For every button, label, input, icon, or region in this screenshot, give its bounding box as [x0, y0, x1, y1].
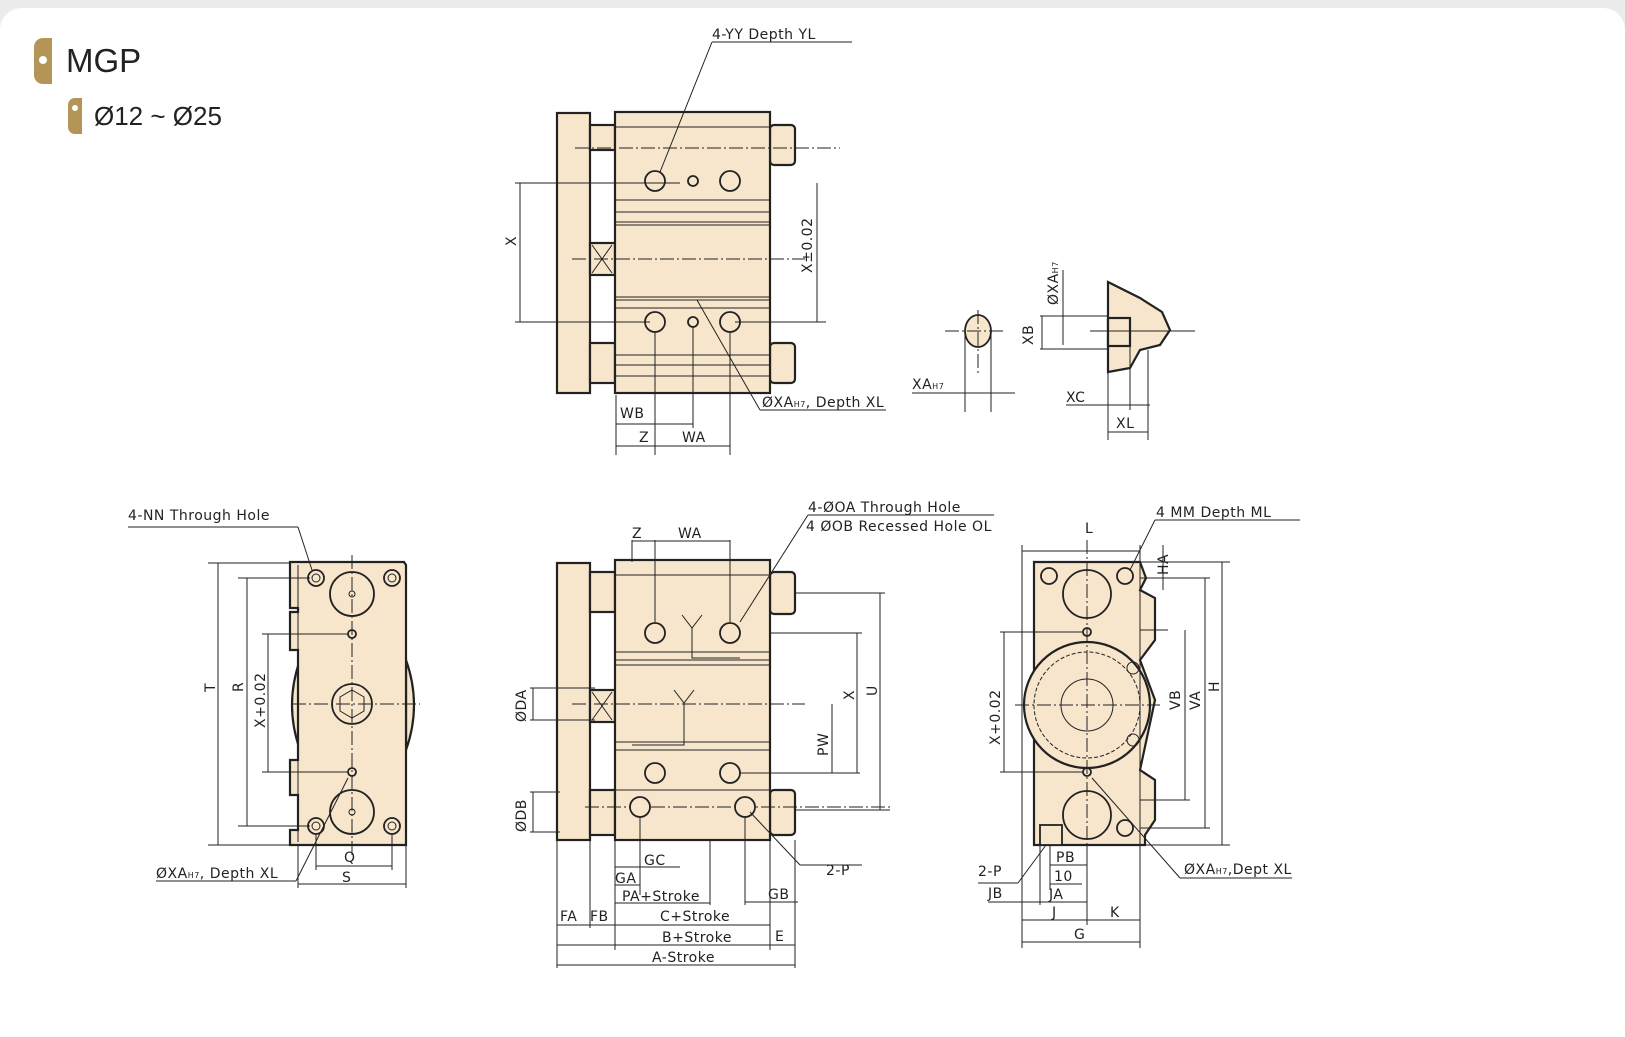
callout-mm-depth: 4 MM Depth ML: [1156, 505, 1271, 521]
dim-l: L: [1085, 521, 1093, 537]
dim-x-tolerance: X+0.02: [253, 673, 269, 729]
dim-vb: VB: [1168, 690, 1184, 710]
dim-x: X: [842, 690, 858, 700]
dim-xc: XC: [1066, 390, 1085, 406]
dim-x: X: [504, 236, 520, 246]
dim-10: 10: [1054, 869, 1073, 885]
dim-r: R: [231, 682, 247, 692]
dim-x-tolerance: X+0.02: [988, 690, 1004, 746]
series-title: MGP: [66, 42, 142, 79]
callout-2p: 2-P: [978, 864, 1002, 880]
dim-xl: XL: [1116, 416, 1134, 432]
dim-fa: FA: [560, 909, 577, 925]
dim-s: S: [342, 870, 351, 886]
callout-2p: 2-P: [826, 863, 850, 879]
dim-ha: HA: [1156, 554, 1172, 575]
dim-da: ØDA: [514, 689, 530, 722]
callout-xa-depth: ØXAH7, Depth XL: [156, 866, 278, 882]
callout-yy-depth: 4-YY Depth YL: [712, 27, 816, 43]
pin-hole-detail: ØXAH7 XB XAH7 XC XL: [912, 261, 1195, 440]
dim-z: Z: [632, 526, 642, 542]
dim-u: U: [865, 685, 881, 696]
dim-pa-stroke: PA+Stroke: [622, 889, 700, 905]
dim-fb: FB: [590, 909, 609, 925]
callout-oa-through-hole: 4-ØOA Through Hole: [808, 500, 961, 516]
series-heading: MGP: [34, 38, 141, 84]
dim-t: T: [203, 683, 219, 693]
top-view: 4-YY Depth YL X X±0.02 ØXAH7, Depth XL W…: [504, 27, 886, 455]
dim-ga: GA: [615, 871, 636, 887]
callout-ob-recessed-hole: 4 ØOB Recessed Hole OL: [806, 519, 992, 535]
plate-side-view: 4-NN Through Hole T R X+0.02 ØXAH7, Dept…: [128, 508, 420, 888]
dim-xb: XB: [1021, 325, 1037, 345]
dim-db: ØDB: [514, 799, 530, 832]
dim-xa: XAH7: [912, 377, 944, 393]
dim-h: H: [1207, 681, 1223, 692]
dim-b-stroke: B+Stroke: [662, 930, 732, 946]
subheading-badge-icon: [68, 98, 82, 134]
dim-k: K: [1110, 905, 1120, 921]
dim-z: Z: [639, 430, 649, 446]
dim-g: G: [1074, 927, 1085, 943]
dim-j: J: [1051, 905, 1057, 921]
dim-x-tolerance: X±0.02: [800, 218, 816, 274]
dim-wa: WA: [678, 526, 702, 542]
dim-gc: GC: [644, 853, 666, 869]
dim-c-stroke: C+Stroke: [660, 909, 730, 925]
bore-range: Ø12 ~ Ø25: [94, 100, 222, 131]
dim-jb: JB: [987, 886, 1003, 902]
dim-wb: WB: [620, 406, 644, 422]
dim-q: Q: [344, 850, 356, 866]
dim-ja: JA: [1048, 887, 1063, 903]
dim-va: VA: [1188, 691, 1204, 710]
dim-xa-diameter: ØXAH7: [1046, 261, 1062, 305]
front-view: Z WA 4-ØOA Through Hole 4 ØOB Recessed H…: [514, 500, 994, 968]
callout-nn-through-hole: 4-NN Through Hole: [128, 508, 270, 524]
dim-e: E: [775, 929, 784, 945]
callout-xa-depth: ØXAH7, Depth XL: [762, 395, 884, 411]
dim-gb: GB: [768, 887, 789, 903]
dim-a-stroke: A-Stroke: [652, 950, 715, 966]
dim-pw: PW: [816, 733, 832, 756]
bore-range-heading: Ø12 ~ Ø25: [68, 98, 222, 134]
heading-badge-icon: [34, 38, 52, 84]
dim-wa: WA: [682, 430, 706, 446]
dim-pb: PB: [1056, 850, 1075, 866]
callout-xa-depth: ØXAH7,Dept XL: [1184, 862, 1292, 878]
end-view: L 4 MM Depth ML HA X+0.02 VB VA H 2-P PB…: [978, 505, 1300, 948]
